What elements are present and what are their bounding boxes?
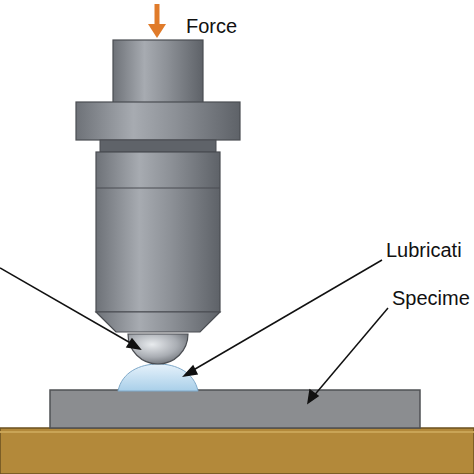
leader-lines [0, 260, 388, 403]
part-label: Lubricati [386, 238, 462, 262]
part-label: Specime [392, 286, 470, 310]
lubricant-drop [118, 364, 198, 391]
ball [128, 334, 188, 364]
base-plate [0, 428, 474, 474]
specimen-plate [50, 390, 420, 428]
part-label: Force [186, 14, 237, 38]
force-arrow [148, 4, 166, 38]
pin-holder [76, 40, 240, 332]
